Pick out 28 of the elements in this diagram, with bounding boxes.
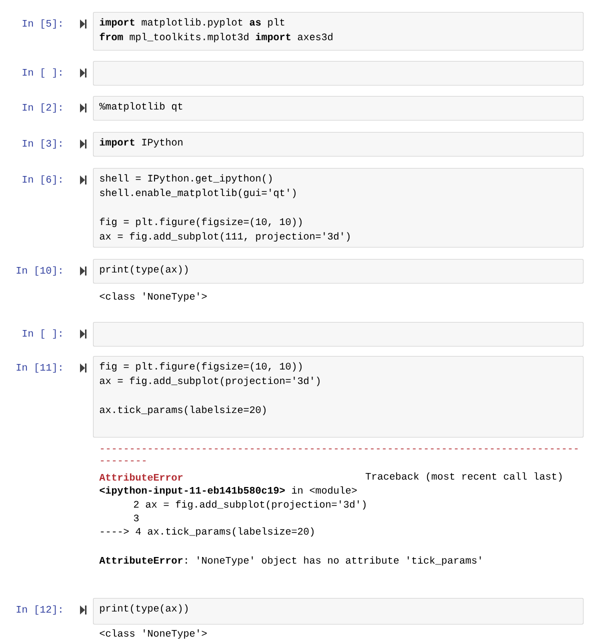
code-cell: shell = IPython.get_ipython() shell.enable_matplotlib(gui='qt') fig = plt.figure(figsize=(10, 10)) ax = fig.add_subplot(111, projection='3d') xyxy=(93,168,584,248)
prompt-label: In [10]: xyxy=(16,266,62,276)
output-text: <class 'NoneType'> xyxy=(100,292,207,302)
prompt-label: In [ ]: xyxy=(22,68,62,78)
code-cell xyxy=(93,322,584,347)
prompt-label: In [5]: xyxy=(22,19,62,29)
separator-text: -------- xyxy=(100,460,146,462)
code-cell: import IPython xyxy=(93,132,584,157)
prompt-label: In [ ]: xyxy=(22,329,62,339)
code-cell: print(type(ax)) xyxy=(93,259,584,284)
separator-text: -------------------------------------------------------------------------------- xyxy=(100,448,578,450)
traceback-header: Traceback (most recent call last) xyxy=(366,472,562,482)
prompt-label: In [3]: xyxy=(22,139,62,149)
code-cell: print(type(ax)) xyxy=(93,598,584,625)
traceback-line: 3 xyxy=(134,514,139,522)
prompt-label: In [12]: xyxy=(16,605,62,615)
code-cell xyxy=(93,61,584,86)
code-cell: import matplotlib.pyplot as plt from mpl_toolkits.mplot3d import axes3d xyxy=(93,12,584,51)
error-name: AttributeError xyxy=(99,473,183,481)
traceback-line: ----> 4 ax.tick_params(labelsize=20) xyxy=(100,527,314,537)
prompt-label: In [11]: xyxy=(16,363,62,373)
code-cell: fig = plt.figure(figsize=(10, 10)) ax = fig.add_subplot(projection='3d') ax.tick_params(labelsize=20) xyxy=(93,356,584,438)
prompt-label: In [2]: xyxy=(22,103,62,113)
prompt-label: In [6]: xyxy=(22,175,62,185)
error-message: AttributeError: 'NoneType' object has no attribute 'tick_params' xyxy=(99,556,481,566)
traceback-line: 2 ax = fig.add_subplot(projection='3d') xyxy=(134,500,366,510)
code-cell: %matplotlib qt xyxy=(93,96,584,121)
traceback-location: <ipython-input-11-eb141b580c19> in <module> xyxy=(100,486,357,496)
